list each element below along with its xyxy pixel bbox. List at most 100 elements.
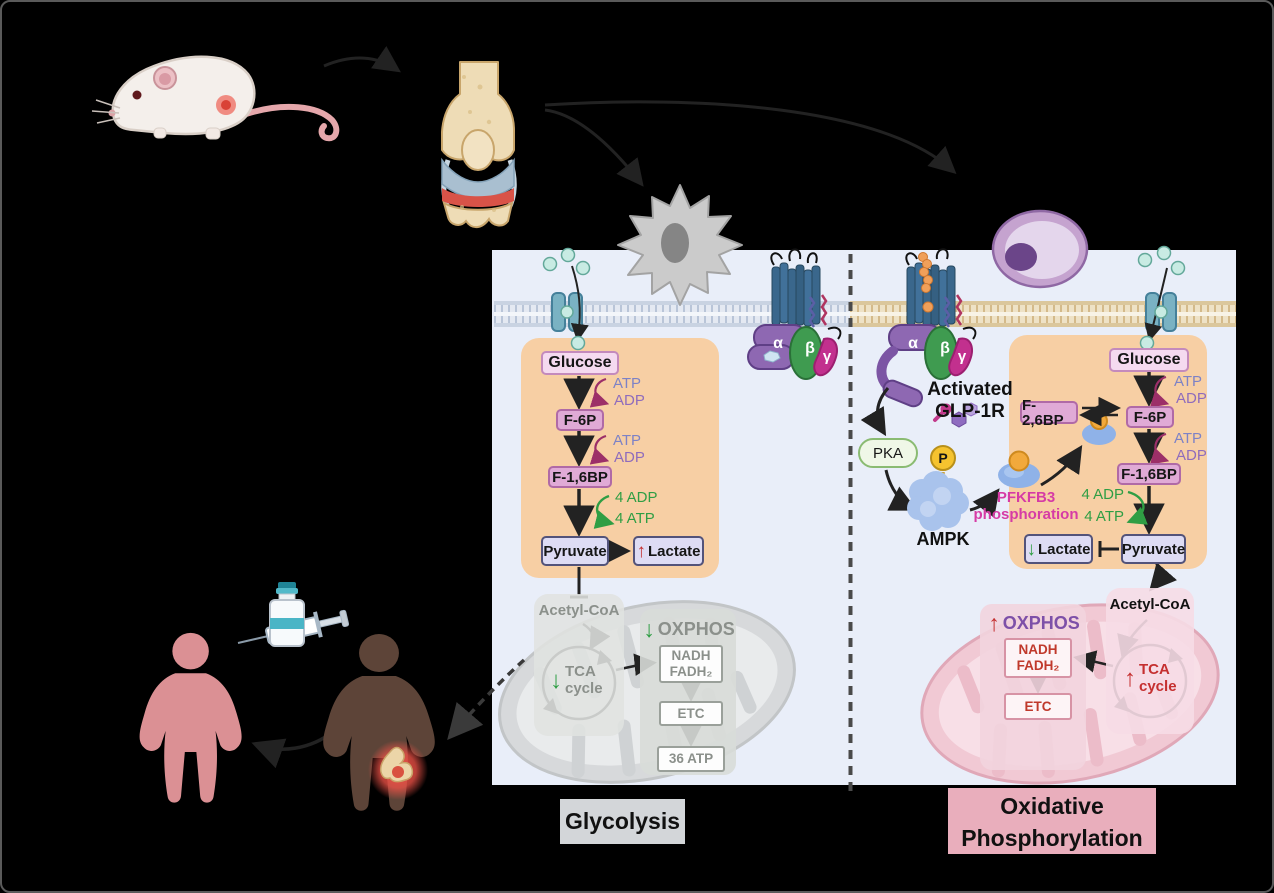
activated-glp1r-label: Activated GLP-1R: [920, 379, 1020, 423]
atp4-label-right: 4 ATP: [1084, 508, 1124, 525]
glycolysis-section-label: Glycolysis: [560, 799, 685, 844]
nadh-fadh2-box-left: NADH FADH₂: [659, 645, 723, 683]
f16bp-label-right: F-1,6BP: [1121, 465, 1177, 483]
pfkfb3-caption: PFKFB3 phosphoration: [966, 489, 1086, 523]
f6p-box-left: F-6P: [556, 409, 604, 431]
pka-box: PKA: [858, 438, 918, 468]
atp36-box-left: 36 ATP: [657, 746, 725, 772]
lactate-box-left: ↑ Lactate: [633, 536, 704, 566]
tca-cycle-text-right: TCA cycle: [1139, 661, 1177, 695]
etc-label-left: ETC: [677, 705, 705, 721]
acetylcoa-label-right: Acetyl-CoA: [1109, 596, 1191, 613]
tca-cycle-text-left: TCA cycle: [565, 663, 603, 697]
oxphos-decrease-icon: ↓: [643, 616, 655, 642]
f6p-label-left: F-6P: [563, 411, 597, 429]
fadh2-label-left: FADH₂: [669, 664, 713, 679]
purple-cell-nucleus: [1005, 243, 1037, 271]
pyruvate-box-left: Pyruvate: [541, 536, 609, 566]
adp-atp-green-curve-right: [1126, 490, 1148, 525]
g-alpha-label: α: [773, 335, 783, 352]
macrophage-cell: [617, 184, 743, 306]
arrow-glp1r-to-pka: [860, 387, 890, 437]
f26bp-label: F-2,6BP: [1022, 396, 1064, 429]
fadh2-label-right: FADH₂: [1016, 658, 1060, 673]
g-protein-left: α β γ: [747, 324, 838, 380]
arrow-mouse-to-knee: [323, 46, 401, 73]
f26bp-box: F-2,6BP: [1020, 398, 1078, 428]
arrow-treatment: [251, 729, 336, 769]
g-alpha-label: α: [908, 335, 918, 352]
f16bp-box-left: F-1,6BP: [548, 466, 612, 488]
pfkfb3-line1: PFKFB3: [996, 489, 1056, 506]
lactate-box-right: ↓ Lactate: [1024, 534, 1093, 564]
pyruvate-box-right: Pyruvate: [1121, 534, 1186, 564]
glucose-label-left: Glucose: [548, 354, 612, 371]
lactate-label-right: Lactate: [1037, 540, 1091, 558]
g-beta-label: β: [940, 340, 950, 357]
purple-cell: [991, 209, 1089, 289]
arrow-pfkfb3-up: [1040, 444, 1083, 487]
ampk-label: AMPK: [916, 529, 970, 549]
acetylcoa-container-right: [1106, 588, 1194, 734]
arrow-ampk-to-pfkfb3: [969, 488, 1000, 518]
g-protein-activated: α β γ: [876, 324, 973, 408]
adp4-label-right: 4 ADP: [1081, 486, 1124, 503]
g-gamma-label: γ: [823, 348, 832, 365]
arrow-knee-to-cell: [544, 100, 957, 175]
f16bp-label-left: F-1,6BP: [552, 468, 608, 486]
glucose-label-right: Glucose: [1117, 351, 1181, 368]
nadh-label-left: NADH: [671, 648, 711, 664]
f6p-label-right: F-6P: [1133, 408, 1167, 426]
camp-molecules: [933, 402, 978, 428]
adp4-label-left: 4 ADP: [615, 489, 658, 506]
patient-treated: [139, 632, 242, 803]
f16bp-box-right: F-1,6BP: [1117, 463, 1181, 485]
lactate-increase-icon: ↑: [636, 540, 646, 562]
g-gamma-label: γ: [958, 348, 967, 365]
phosphate-label: P: [938, 450, 948, 466]
glucose-transporter-left: [542, 247, 591, 351]
atp-label-right-2: ATP: [1174, 430, 1203, 447]
etc-box-right: ETC: [1004, 693, 1072, 720]
adp-label-right-2: ADP: [1176, 447, 1207, 464]
oxphos-increase-icon: ↑: [988, 610, 1000, 636]
etc-box-left: ETC: [659, 701, 723, 726]
lactate-decrease-icon: ↓: [1026, 538, 1036, 560]
nadh-label-right: NADH: [1018, 642, 1058, 658]
tca-label-left: ↓ TCA cycle: [550, 663, 612, 697]
phosphate-badge: P: [930, 445, 956, 471]
activated-line2: GLP-1R: [935, 401, 1005, 422]
pyruvate-label-right: Pyruvate: [1121, 540, 1186, 558]
bone-speckles: [460, 75, 496, 212]
oxphos-pathway-box: [1009, 335, 1207, 569]
pfkfb3-line2: phosphoration: [973, 505, 1079, 523]
inflamed-knee: [368, 740, 428, 800]
oxphos-section-label: Oxidative Phosphorylation: [948, 788, 1156, 854]
pyruvate-label-left: Pyruvate: [543, 542, 607, 560]
pfkfb3-protein: [998, 450, 1040, 488]
glucose-transporter-right: [1137, 245, 1186, 351]
etc-label-right: ETC: [1024, 698, 1052, 714]
glucose-box-right: Glucose: [1109, 348, 1189, 372]
glucose-box-left: Glucose: [541, 351, 619, 375]
vial-icon: [269, 582, 305, 647]
adp-label-left-1: ADP: [614, 392, 645, 409]
glp1r-receptor-activated: α β γ: [876, 248, 977, 408]
atp-adp-curves-right: [1149, 375, 1170, 465]
atp-label-left-2: ATP: [613, 432, 642, 449]
atp-label-right-1: ATP: [1174, 373, 1203, 390]
arrow-knee-to-macrophage: [544, 108, 644, 187]
oxphos-header-left: ↓ OXPHOS: [643, 616, 735, 642]
atp-label-left-1: ATP: [613, 375, 642, 392]
acetylcoa-label-left: Acetyl-CoA: [538, 602, 620, 619]
pfkfb3-protein-active: [1082, 412, 1116, 445]
dashed-arrow-to-patient: [447, 658, 526, 740]
glycolysis-arrows-left: [563, 376, 631, 599]
equilibrium-arrows: [1079, 396, 1121, 427]
adp-label-left-2: ADP: [614, 449, 645, 466]
g-beta-label: β: [805, 340, 815, 357]
lactate-label-left: Lactate: [647, 542, 701, 560]
macrophage-nucleus: [661, 223, 689, 263]
tca-increase-icon: ↑: [1124, 664, 1136, 692]
